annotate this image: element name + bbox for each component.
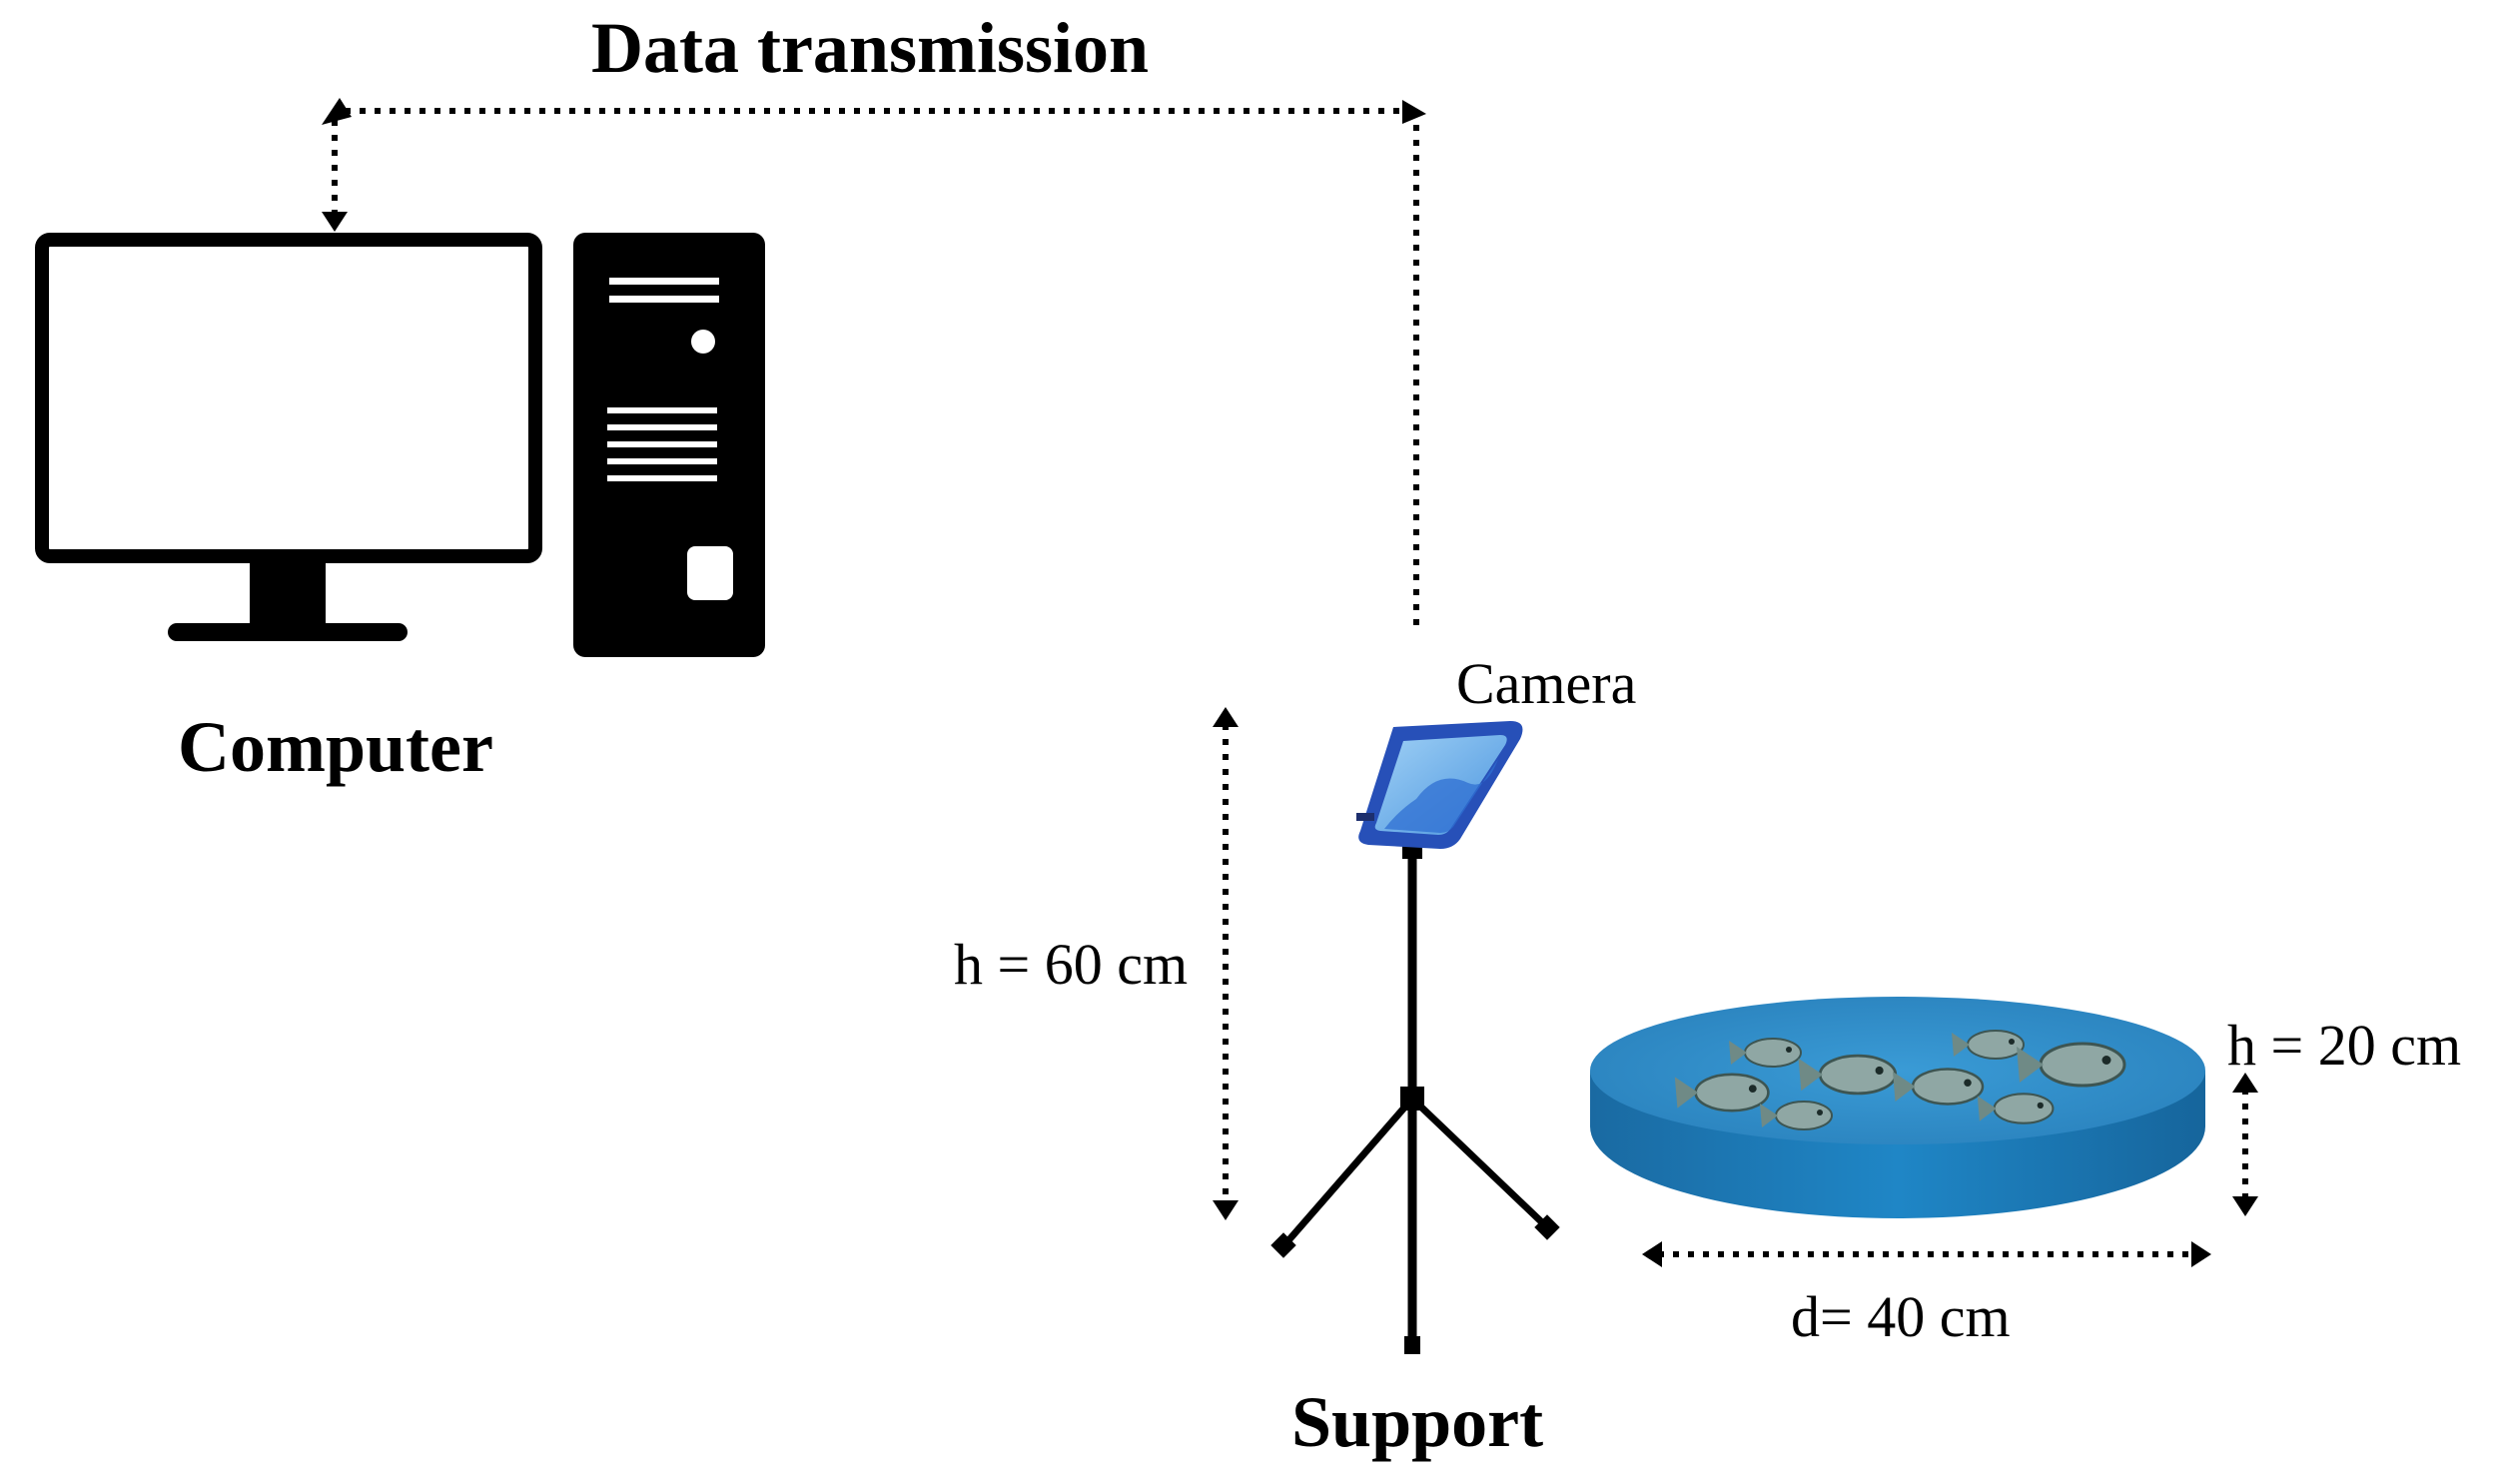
fish-icon <box>2017 1042 2126 1088</box>
label-tank-diameter: d= 40 cm <box>1791 1284 2011 1349</box>
camera-height-dimension <box>1213 707 1239 1220</box>
fish-icon <box>1760 1101 1833 1130</box>
tripod-icon <box>1270 839 1560 1354</box>
fish-icon <box>1952 1030 2025 1060</box>
fish-icon <box>1674 1073 1770 1113</box>
monitor-icon <box>35 233 542 641</box>
label-support: Support <box>1291 1382 1544 1462</box>
fish-icon <box>1798 1054 1898 1096</box>
fish-icon <box>1893 1068 1985 1106</box>
label-camera: Camera <box>1456 651 1637 716</box>
fish-school <box>1674 1030 2126 1130</box>
label-computer: Computer <box>178 707 493 787</box>
label-tank-height: h = 20 cm <box>2227 1013 2462 1078</box>
smartphone-camera-icon <box>1356 721 1523 849</box>
title-data-transmission: Data transmission <box>591 8 1150 88</box>
fish-icon <box>1729 1038 1802 1068</box>
computer-tower-icon <box>573 233 765 657</box>
fish-tank-icon <box>1590 997 2205 1218</box>
fish-icon <box>1977 1093 2055 1124</box>
arrowhead-left-icon <box>322 98 352 125</box>
data-transmission-link <box>332 108 1419 634</box>
tank-height-dimension <box>2232 1073 2258 1216</box>
arrowhead-down-icon <box>322 212 348 232</box>
arrowhead-right-icon <box>1402 100 1426 124</box>
tank-diameter-dimension <box>1642 1241 2211 1267</box>
label-camera-height: h = 60 cm <box>954 932 1189 997</box>
